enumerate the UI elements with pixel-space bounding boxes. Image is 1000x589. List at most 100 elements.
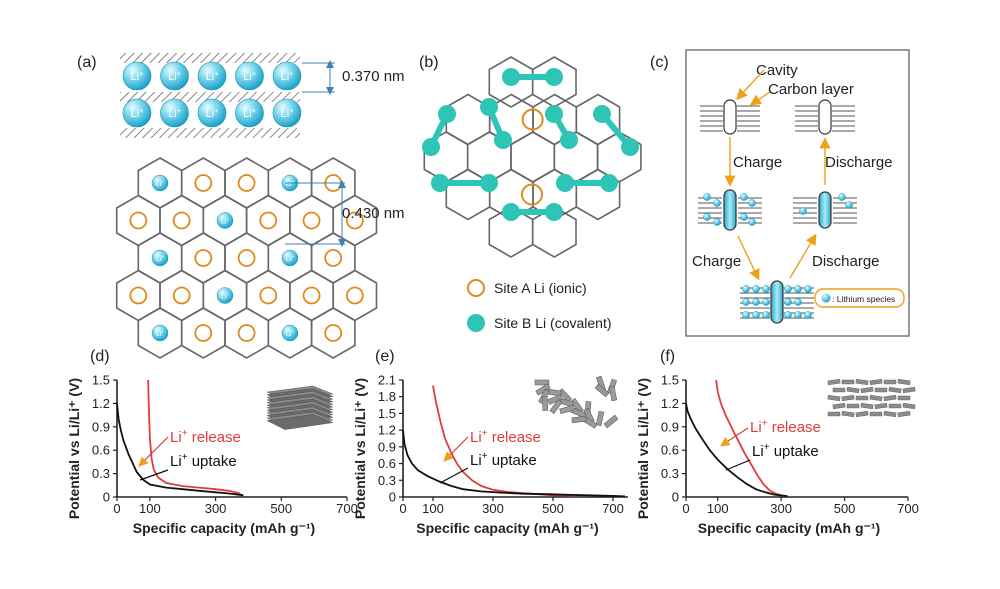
x-tick-label: 100 xyxy=(422,501,444,516)
carbon-slab-0 xyxy=(120,53,300,63)
release-annotation: Li+ release xyxy=(750,418,821,436)
li-ion-label: Li+ xyxy=(131,107,144,120)
aligned-sheet xyxy=(846,386,860,394)
site-a-ring xyxy=(521,108,544,131)
panel-b: (b) Site A Li (ionic) Site B Li (covalen… xyxy=(419,54,642,332)
uptake-pointer xyxy=(439,467,469,484)
lithium-species-dot xyxy=(703,213,711,221)
lithium-species-dot xyxy=(845,201,853,209)
disordered-sheet xyxy=(559,404,575,415)
aligned-sheet xyxy=(827,378,841,386)
y-tick-label: 0.3 xyxy=(92,466,110,481)
hex-cell xyxy=(245,194,291,247)
li-ion-label: Li+ xyxy=(286,255,294,263)
y-tick-label: 1.5 xyxy=(92,373,110,388)
lithium-species-legend-label: : Lithium species xyxy=(832,294,895,304)
site-b-atom xyxy=(422,138,440,156)
hex-cell xyxy=(115,194,161,247)
empty-cavity xyxy=(818,99,832,135)
lithium-species-dot xyxy=(794,285,802,293)
discharge-arrow-2 xyxy=(789,233,817,279)
y-tick-label: 1.5 xyxy=(661,373,679,388)
panel-a: (a) Li+Li+Li+Li+Li+Li+Li+Li+Li+Li+ Li+Li… xyxy=(77,53,405,359)
site-b-atom xyxy=(621,138,639,156)
aligned-sheet xyxy=(827,411,841,417)
li-ion xyxy=(281,324,299,342)
site-a-ring xyxy=(237,174,256,192)
lattice-spacing: 0.430 nm xyxy=(342,205,405,222)
panel-b-label: (b) xyxy=(419,54,439,71)
lithium-species-dot xyxy=(762,311,770,319)
release-pointer xyxy=(138,436,169,467)
x-tick-label: 0 xyxy=(682,501,689,516)
li-ion-label: Li+ xyxy=(156,330,164,338)
x-tick-label: 300 xyxy=(770,501,792,516)
x-tick-label: 100 xyxy=(707,501,729,516)
y-axis-label: Potential vs Li/Li⁺ (V) xyxy=(635,378,651,519)
hex-cell xyxy=(180,232,226,284)
x-tick-label: 500 xyxy=(542,501,564,516)
disordered-sheet xyxy=(547,394,563,405)
hex-cell xyxy=(289,269,335,322)
hex-cell xyxy=(115,269,161,322)
aligned-sheet xyxy=(855,395,869,401)
filled-cavity xyxy=(770,280,784,324)
graphite-layers: Li+Li+Li+Li+Li+Li+Li+Li+Li+Li+ xyxy=(120,53,335,138)
x-tick-label: 500 xyxy=(834,501,856,516)
site-a-legend-label: Site A Li (ionic) xyxy=(494,280,587,296)
chart-panel-label: (d) xyxy=(90,348,110,365)
site-a-ring xyxy=(259,211,278,230)
hex-cell xyxy=(332,269,378,322)
release-pointer xyxy=(719,427,749,447)
site-a-ring xyxy=(194,249,213,267)
y-tick-label: 1.8 xyxy=(378,389,396,404)
charge-arrow-2 xyxy=(737,235,760,281)
aligned-sheet xyxy=(902,402,916,410)
site-a-ring xyxy=(302,286,321,305)
li-ion-label: Li+ xyxy=(286,180,294,188)
y-tick-label: 1.2 xyxy=(378,423,396,438)
site-b-atom xyxy=(480,174,498,192)
li-ion xyxy=(235,61,264,91)
hex-cell xyxy=(310,307,356,359)
lithium-species-dot xyxy=(713,199,721,207)
x-tick-label: 100 xyxy=(139,501,161,516)
structure-inset xyxy=(827,378,916,418)
lithium-species-dot xyxy=(784,298,792,306)
y-tick-label: 0.3 xyxy=(661,466,679,481)
x-tick-label: 700 xyxy=(602,501,624,516)
lithium-species-legend-box xyxy=(814,288,905,308)
series-uptake-line xyxy=(116,403,244,497)
disordered-sheet xyxy=(534,379,550,386)
lithium-species-dot xyxy=(740,193,748,201)
structure-inset xyxy=(534,375,619,429)
site-a-ring xyxy=(259,286,278,305)
li-ion xyxy=(151,249,169,267)
disordered-sheet xyxy=(603,414,619,429)
li-ion xyxy=(281,249,299,267)
site-a-ring xyxy=(324,249,343,267)
lithium-species-dot xyxy=(784,285,792,293)
x-axis-label: Specific capacity (mAh g⁻¹) xyxy=(133,520,315,536)
series-uptake-line xyxy=(402,430,626,498)
hex-cell xyxy=(159,269,205,322)
lithium-species-dot xyxy=(740,213,748,221)
aligned-sheet xyxy=(897,395,911,401)
lithium-species-dot xyxy=(742,311,750,319)
filled-cavity xyxy=(723,189,737,231)
y-tick-label: 0.6 xyxy=(92,443,110,458)
disordered-sheet xyxy=(595,410,605,427)
x-tick-label: 700 xyxy=(897,501,919,516)
y-tick-label: 0.9 xyxy=(378,439,396,454)
site-b-atom xyxy=(600,174,618,192)
aligned-sheet xyxy=(874,387,888,393)
site-a-ring xyxy=(129,211,148,230)
aligned-sheet xyxy=(897,410,911,418)
carbon-slab-2 xyxy=(120,128,300,138)
x-tick-label: 300 xyxy=(205,501,227,516)
y-tick-label: 0.3 xyxy=(378,473,396,488)
aligned-sheet xyxy=(855,410,869,418)
lithium-species-dot xyxy=(784,311,792,319)
